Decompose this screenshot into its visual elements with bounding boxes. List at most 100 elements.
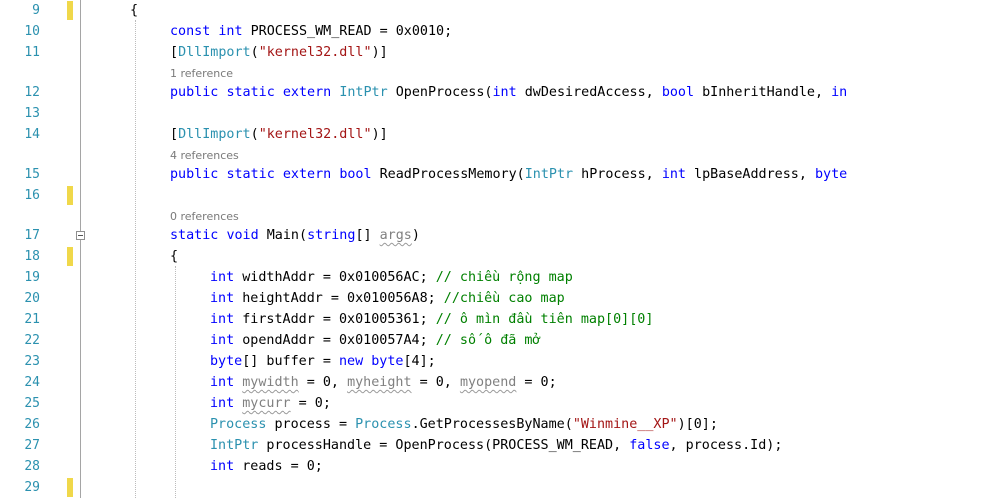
code-token: string [307,228,356,243]
code-line[interactable]: int widthAddr = 0x010056AC; // chiều rộn… [210,267,573,288]
code-token: IntPtr [524,167,574,182]
code-token: int [210,459,235,474]
code-token: bInheritHandle, [694,85,832,100]
code-token: IntPtr [210,438,259,453]
code-token: // số ô đã mở [435,333,541,348]
code-token: false [629,438,670,453]
code-token: int [210,333,235,348]
code-token: hProcess, [573,167,662,182]
code-line[interactable]: { [170,246,178,267]
codelens-references[interactable]: 0 references [170,210,239,223]
code-token: public [170,85,219,100]
code-token: int [210,270,235,285]
code-token: const [170,24,211,39]
code-line[interactable]: [DllImport("kernel32.dll")] [170,124,388,145]
code-token: )] [371,45,388,60]
line-number: 22 [24,333,40,348]
line-number: 28 [24,459,40,474]
code-token: byte [210,354,243,369]
code-line[interactable]: int reads = 0; [210,456,323,477]
line-number: 9 [32,3,40,18]
code-line[interactable]: const int PROCESS_WM_READ = 0x0010; [170,21,452,42]
change-marker [67,1,73,20]
code-token: [4]; [403,354,436,369]
change-marker [67,247,73,266]
code-token: //chiều cao map [443,291,565,306]
code-line[interactable]: Process process = Process.GetProcessesBy… [210,414,718,435]
line-number: 17 [24,228,40,243]
line-number: 14 [24,127,40,142]
code-token: int [210,291,235,306]
code-line[interactable]: IntPtr processHandle = OpenProcess(PROCE… [210,435,782,456]
code-token: byte [815,167,848,182]
code-token: Main( [258,228,308,243]
outline-line [80,240,81,498]
code-line[interactable]: byte[] buffer = new byte[4]; [210,351,436,372]
code-token: { [170,249,179,264]
code-token: new [339,354,364,369]
code-token: myheight [347,375,412,390]
line-number: 20 [24,291,40,306]
code-line[interactable]: [DllImport("kernel32.dll")] [170,42,388,63]
code-token: args [379,228,412,243]
code-line[interactable]: int heightAddr = 0x010056A8; //chiều cao… [210,288,565,309]
code-token: int [210,312,235,327]
code-token: // ô mìn đầu tiên map[0][0] [435,312,654,327]
line-number: 27 [24,438,40,453]
code-token: , process.Id); [669,438,783,453]
code-token: static [170,228,219,243]
code-token: )[0]; [677,417,718,432]
code-token: = 0, [298,375,348,390]
code-token: DllImport [178,45,251,60]
code-token: bool [339,167,372,182]
line-number: 24 [24,375,40,390]
code-token: [ [170,45,179,60]
code-token: void [226,228,259,243]
codelens-references[interactable]: 4 references [170,149,239,162]
code-token: mywidth [242,375,299,390]
code-line[interactable]: int mycurr = 0; [210,393,331,414]
line-number: 12 [24,85,40,100]
collapse-toggle-icon[interactable] [76,231,85,240]
code-token: DllImport [178,127,251,142]
code-token: Process [355,417,412,432]
code-token: PROCESS_WM_READ = 0x0010; [242,24,453,39]
line-number: 13 [24,106,40,121]
change-marker [67,478,73,497]
code-token [275,167,283,182]
line-number: 26 [24,417,40,432]
code-token: int [218,24,243,39]
code-line[interactable]: { [130,0,138,21]
code-line[interactable]: public static extern IntPtr OpenProcess(… [170,82,847,103]
line-number: 23 [24,354,40,369]
code-token: = 0, [411,375,460,390]
code-token: dwDesiredAccess, [516,85,662,100]
code-token: int [210,375,235,390]
codelens-references[interactable]: 1 reference [170,67,234,80]
code-token: OpenProcess( [387,85,493,100]
code-token: .GetProcessesByName( [411,417,573,432]
code-token: ReadProcessMemory( [371,167,525,182]
code-token: "kernel32.dll" [258,45,372,60]
code-line[interactable]: int firstAddr = 0x01005361; // ô mìn đầu… [210,309,653,330]
code-token: mycurr [242,396,291,411]
code-token: [] [355,228,380,243]
line-number: 11 [24,45,40,60]
code-token: extern [282,167,332,182]
indent-guide [135,20,136,498]
change-marker [67,186,73,205]
line-number: 29 [24,480,40,495]
code-line[interactable]: static void Main(string[] args) [170,225,420,246]
code-line[interactable]: int opendAddr = 0x010057A4; // số ô đã m… [210,330,541,351]
code-line[interactable]: int mywidth = 0, myheight = 0, myopend =… [210,372,557,393]
line-number: 21 [24,312,40,327]
code-token: Process [210,417,267,432]
code-token: byte [371,354,404,369]
code-token: extern [282,85,332,100]
code-token: in [831,85,848,100]
code-line[interactable]: public static extern bool ReadProcessMem… [170,164,847,185]
code-token: "Winmine__XP" [572,417,678,432]
outline-line [80,0,81,231]
code-token: = 0; [290,396,331,411]
